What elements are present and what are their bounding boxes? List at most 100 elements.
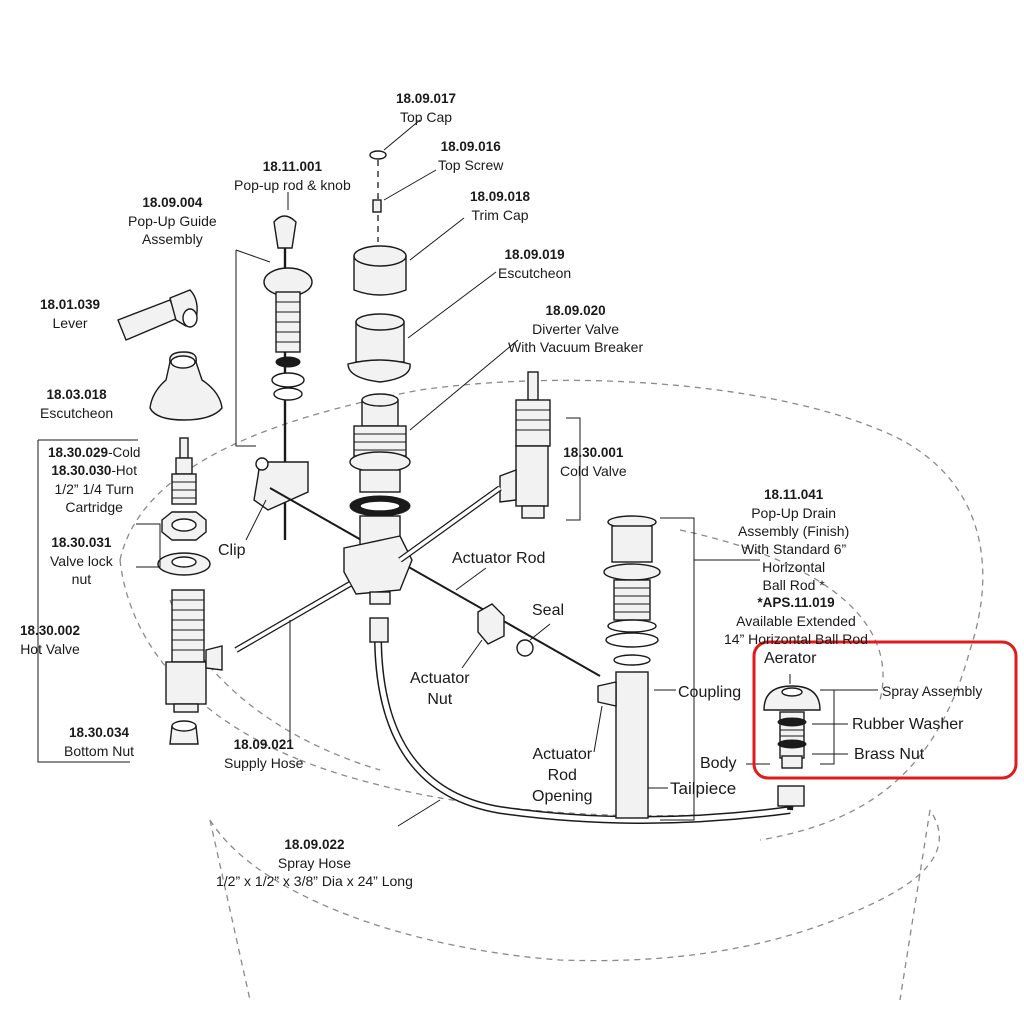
popup-drain-part [597,515,661,819]
label-valve-lock-nut-code: 18.30.031 [51,535,112,550]
label-cartridge-code1: 18.30.029 [48,445,109,460]
label-lever-name: Lever [52,315,88,331]
label-top-cap-name: Top Cap [399,109,453,125]
label-brass-nut: Brass Nut [854,746,925,763]
leader-lines [37,119,878,827]
label-trim-cap-code: 18.09.018 [470,189,531,204]
label-supply-hose: 18.09.021 Supply Hose [224,736,303,772]
label-aps-line2: 14” Horizontal Ball Rod [724,631,868,647]
label-escutcheon-top-name: Escutcheon [498,265,572,281]
label-valve-lock-nut-line2: nut [71,571,92,587]
valve-lock-nut-part [157,511,211,576]
label-bottom-nut-name: Bottom Nut [64,743,135,759]
label-popup-drain: 18.11.041 Pop-Up Drain Assembly (Finish)… [738,486,849,594]
escutcheon-top-part [347,313,411,383]
label-cold-valve: 18.30.001 Cold Valve [560,444,627,480]
top-cap-part [369,150,387,242]
label-bottom-nut: 18.30.034 Bottom Nut [64,724,134,760]
label-actuator-opening-line3: Opening [532,788,593,805]
label-cold-valve-code: 18.30.001 [563,445,624,460]
label-popup-guide-code: 18.09.004 [142,195,203,210]
highlight-box [752,640,1018,780]
label-hot-valve-code: 18.30.002 [20,623,81,638]
label-spray-hose-code: 18.09.022 [284,837,345,852]
label-escutcheon-top: 18.09.019 Escutcheon [498,246,571,282]
label-popup-drain-code: 18.11.041 [763,487,824,502]
label-top-screw-name: Top Screw [438,157,504,173]
label-popup-guide: 18.09.004 Pop-Up Guide Assembly [128,194,217,248]
label-top-cap-code: 18.09.017 [396,91,457,106]
label-popup-rod-name: Pop-up rod & knob [234,177,351,193]
label-actuator-rod: Actuator Rod [452,550,546,567]
label-spray-hose: 18.09.022 Spray Hose 1/2” x 1/2” x 3/8” … [216,836,413,890]
label-spray-hose-line1: Spray Hose [277,855,352,871]
label-actuator-nut-line1: Actuator [410,670,470,687]
label-diverter-line1: Diverter Valve [532,321,619,337]
label-popup-drain-line1: Pop-Up Drain [751,505,837,521]
label-escutcheon-top-code: 18.09.019 [504,247,565,262]
label-top-screw-code: 18.09.016 [440,139,501,154]
label-diverter: 18.09.020 Diverter Valve With Vacuum Bre… [508,302,643,356]
label-popup-guide-line2: Assembly [142,231,203,247]
label-actuator-nut-line2: Nut [427,691,453,708]
label-popup-rod-code: 18.11.001 [262,159,323,174]
label-rubber-washer: Rubber Washer [852,716,964,733]
spray-assembly-part [763,685,821,769]
label-cartridge-line-hot: 18.30.030-Hot [48,462,140,480]
label-supply-hose-name: Supply Hose [224,755,304,771]
label-trim-cap: 18.09.018 Trim Cap [470,188,530,224]
lever-part [117,289,198,341]
label-popup-drain-line4: Horizontal [762,559,826,575]
label-lever: 18.01.039 Lever [40,296,100,332]
label-escutcheon-left-name: Escutcheon [40,405,114,421]
label-diverter-line2: With Vacuum Breaker [508,339,644,355]
label-popup-rod: 18.11.001 Pop-up rod & knob [234,158,351,194]
label-supply-hose-code: 18.09.021 [233,737,294,752]
label-cartridge-line1: 1/2” 1/4 Turn [54,481,134,497]
label-valve-lock-nut-line1: Valve lock [50,553,113,569]
escutcheon-left-part [149,351,223,421]
label-aps: *APS.11.019 Available Extended 14” Horiz… [724,594,868,648]
label-spray-assembly: Spray Assembly [882,683,983,699]
actuator-parts [477,603,534,657]
label-escutcheon-left: 18.03.018 Escutcheon [40,386,113,422]
label-lever-code: 18.01.039 [40,297,101,312]
bottom-nut-part [169,720,199,745]
label-body: Body [700,755,737,772]
label-cartridge: 18.30.029-Cold 18.30.030-Hot 1/2” 1/4 Tu… [48,444,140,516]
cartridge-part [171,437,197,505]
trim-cap-part [353,245,407,296]
label-actuator-opening: Actuator Rod Opening [532,744,593,807]
label-cartridge-code2: 18.30.030 [51,463,112,478]
label-hot-valve-name: Hot Valve [20,641,80,657]
label-cartridge-suffix2: -Hot [111,463,137,478]
hoses [234,485,805,824]
label-bottom-nut-code: 18.30.034 [68,725,130,740]
label-cartridge-line-cold: 18.30.029-Cold [48,444,140,462]
label-cartridge-line2: Cartridge [65,499,123,515]
label-popup-drain-line5: Ball Rod * [762,577,825,593]
label-aerator: Aerator [764,650,817,667]
label-clip: Clip [218,542,246,559]
label-actuator-nut: Actuator Nut [410,668,470,710]
label-valve-lock-nut: 18.30.031 Valve lock nut [50,534,113,588]
label-diverter-code: 18.09.020 [545,303,606,318]
diverter-valve-part [343,393,413,605]
label-escutcheon-left-code: 18.03.018 [46,387,107,402]
popup-rod-part [253,215,601,677]
label-top-cap: 18.09.017 Top Cap [396,90,456,126]
hot-valve-part [165,589,223,713]
label-aps-line1: Available Extended [736,613,856,629]
label-seal: Seal [532,602,565,619]
label-trim-cap-name: Trim Cap [471,207,529,223]
label-actuator-opening-line2: Rod [547,767,577,784]
label-aps-code: *APS.11.019 [757,595,835,610]
label-spray-hose-line2: 1/2” x 1/2” x 3/8” Dia x 24” Long [216,873,413,889]
label-hot-valve: 18.30.002 Hot Valve [20,622,80,658]
label-popup-guide-line1: Pop-Up Guide [128,213,217,229]
label-popup-drain-line2: Assembly (Finish) [738,523,850,539]
label-tailpiece: Tailpiece [670,779,737,798]
label-coupling: Coupling [678,684,742,701]
label-popup-drain-line3: With Standard 6” [741,541,847,557]
